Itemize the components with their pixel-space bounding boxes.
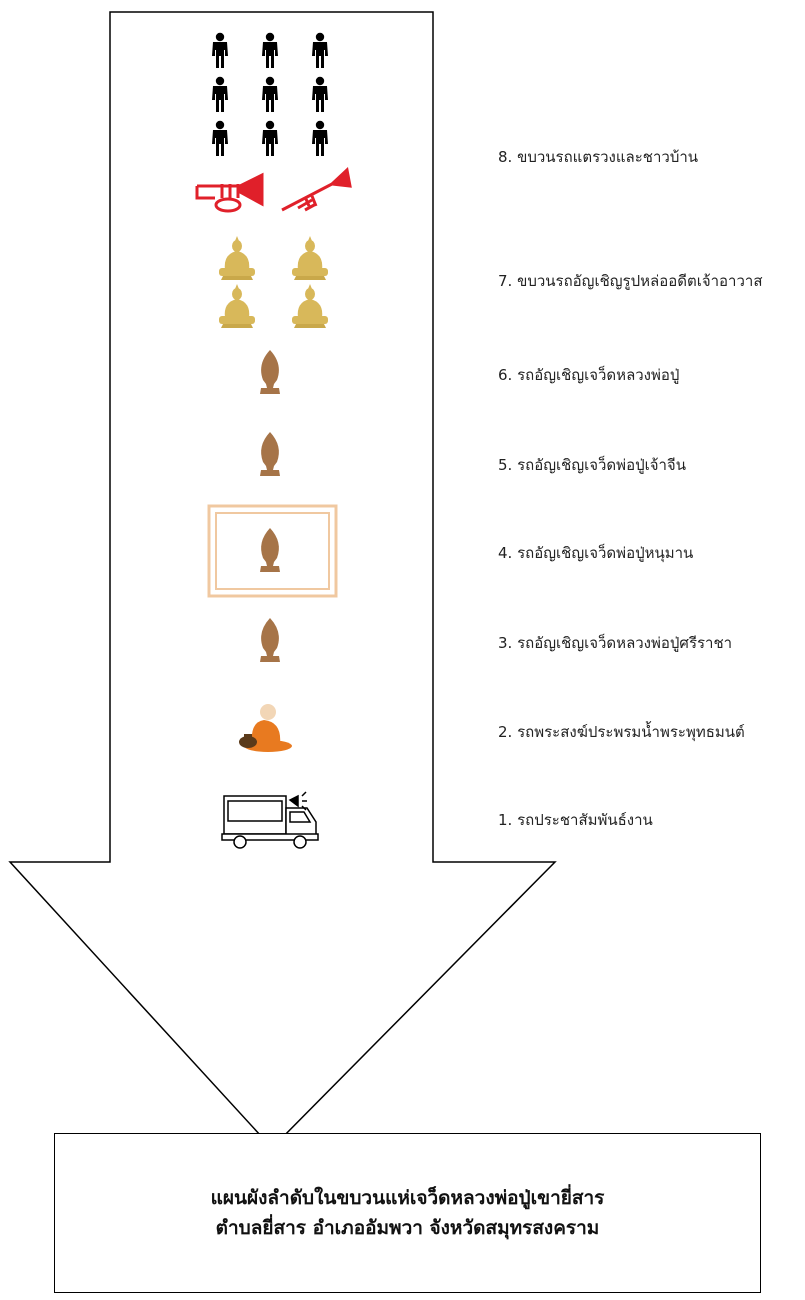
- label-6: 6. รถอัญเชิญเจว็ดหลวงพ่อปู่: [498, 365, 679, 384]
- label-5: 5. รถอัญเชิญเจว็ดพ่อปู่เจ้าจีน: [498, 455, 686, 474]
- label-7: 7. ขบวนรถอัญเชิญรูปหล่ออดีตเจ้าอาวาส: [498, 272, 762, 290]
- pr-truck-icon: [221, 791, 319, 849]
- trumpet-icon: [281, 167, 352, 212]
- highlight-frame: [207, 504, 338, 598]
- label-4: 4. รถอัญเชิญเจว็ดพ่อปู่หนุมาน: [498, 543, 693, 563]
- label-3: 3. รถอัญเชิญเจว็ดหลวงพ่อปู่ศรีราชา: [498, 633, 732, 652]
- caption-line1: แผนผังลำดับในขบวนแห่เจว็ดหลวงพ่อปู่เขายี…: [210, 1187, 605, 1209]
- caption-line2: ตำบลยี่สาร อำเภออัมพวา จังหวัดสมุทรสงครา…: [215, 1217, 600, 1239]
- monk-icon: [239, 704, 292, 752]
- trumpet-icon: [195, 172, 264, 213]
- label-8: 8. ขบวนรถแตรวงและชาวบ้าน: [498, 148, 698, 166]
- label-2: 2. รถพระสงฆ์ประพรมน้ำพระพุทธมนต์: [498, 721, 745, 742]
- caption-box: แผนผังลำดับในขบวนแห่เจว็ดหลวงพ่อปู่เขายี…: [54, 1133, 761, 1293]
- label-1: 1. รถประชาสัมพันธ์งาน: [498, 811, 653, 829]
- procession-arrow: [8, 11, 557, 1150]
